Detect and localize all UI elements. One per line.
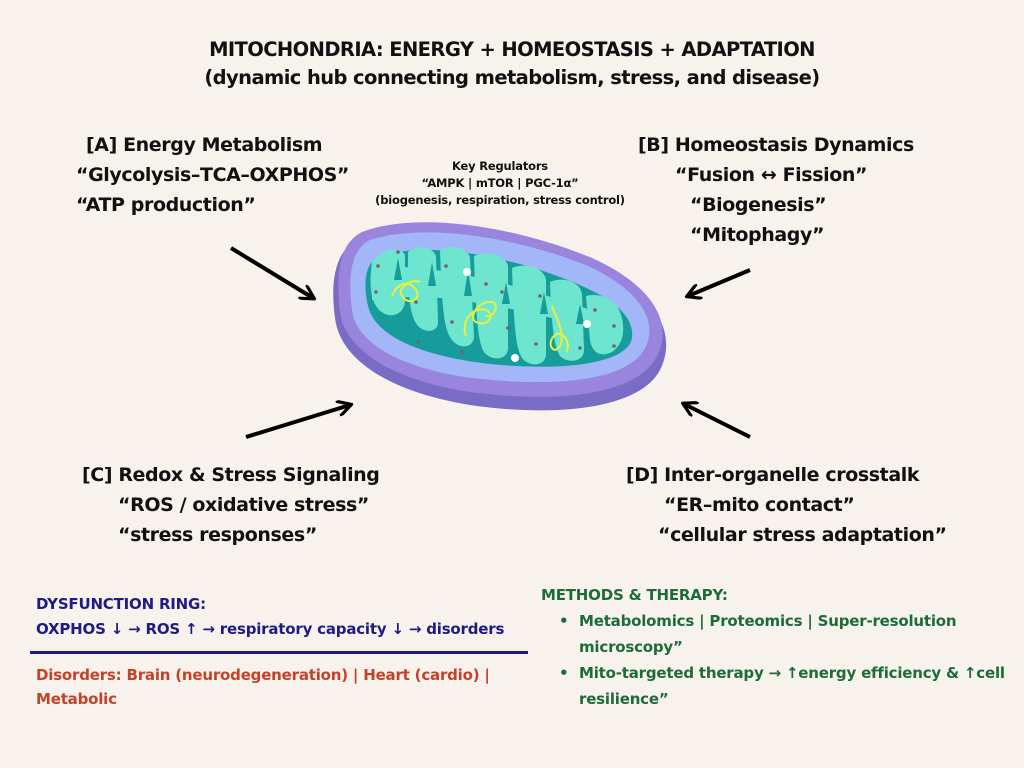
section-a-line-2: “ATP production” <box>76 194 256 216</box>
key-regulators-note: (biogenesis, respiration, stress control… <box>375 193 625 207</box>
section-a-line-1: “Glycolysis–TCA–OXPHOS” <box>76 164 350 186</box>
section-d-line-1: “ER–mito contact” <box>664 494 855 516</box>
disorders-list: Disorders: Brain (neurodegeneration) | H… <box>36 666 490 708</box>
key-regulators-heading: Key Regulators <box>452 159 548 173</box>
mitochondrion <box>333 222 667 411</box>
arrow-from-c <box>245 405 350 439</box>
methods-list: Metabolomics | Proteomics | Super-resolu… <box>541 608 1011 712</box>
dysfunction-heading: DYSFUNCTION RING: <box>36 595 206 613</box>
page-title: MITOCHONDRIA: ENERGY + HOMEOSTASIS + ADA… <box>209 38 815 61</box>
section-a-heading: [A] Energy Metabolism <box>86 134 323 156</box>
section-d-heading: [D] Inter-organelle crosstalk <box>626 464 920 486</box>
dysfunction-chain: OXPHOS ↓ → ROS ↑ → respiratory capacity … <box>36 620 505 638</box>
arrow-from-d <box>684 404 751 439</box>
section-b-line-1: “Fusion ↔ Fission” <box>675 164 868 186</box>
page-subtitle: (dynamic hub connecting metabolism, stre… <box>204 66 820 89</box>
arrow-from-a <box>229 246 313 298</box>
section-b-heading: [B] Homeostasis Dynamics <box>638 134 914 156</box>
ribosomes <box>374 250 616 354</box>
section-c-heading: [C] Redox & Stress Signaling <box>82 464 380 486</box>
arrow-from-b <box>688 268 751 296</box>
methods-item-therapy: Mito-targeted therapy → ↑energy efficien… <box>559 660 1011 712</box>
section-d-line-2: “cellular stress adaptation” <box>658 524 947 546</box>
methods-heading: METHODS & THERAPY: <box>541 586 728 604</box>
granules <box>463 268 591 362</box>
section-b-line-2: “Biogenesis” <box>690 194 827 216</box>
mtdna <box>391 280 569 353</box>
key-regulators-items: “AMPK | mTOR | PGC-1α” <box>421 176 579 190</box>
section-b-line-3: “Mitophagy” <box>690 224 825 246</box>
dysfunction-divider <box>30 651 528 654</box>
section-c-line-1: “ROS / oxidative stress” <box>118 494 370 516</box>
methods-panel: METHODS & THERAPY: Metabolomics | Proteo… <box>541 582 1011 712</box>
section-c-line-2: “stress responses” <box>118 524 317 546</box>
methods-item-omics: Metabolomics | Proteomics | Super-resolu… <box>559 608 1011 660</box>
cristae <box>394 258 584 324</box>
